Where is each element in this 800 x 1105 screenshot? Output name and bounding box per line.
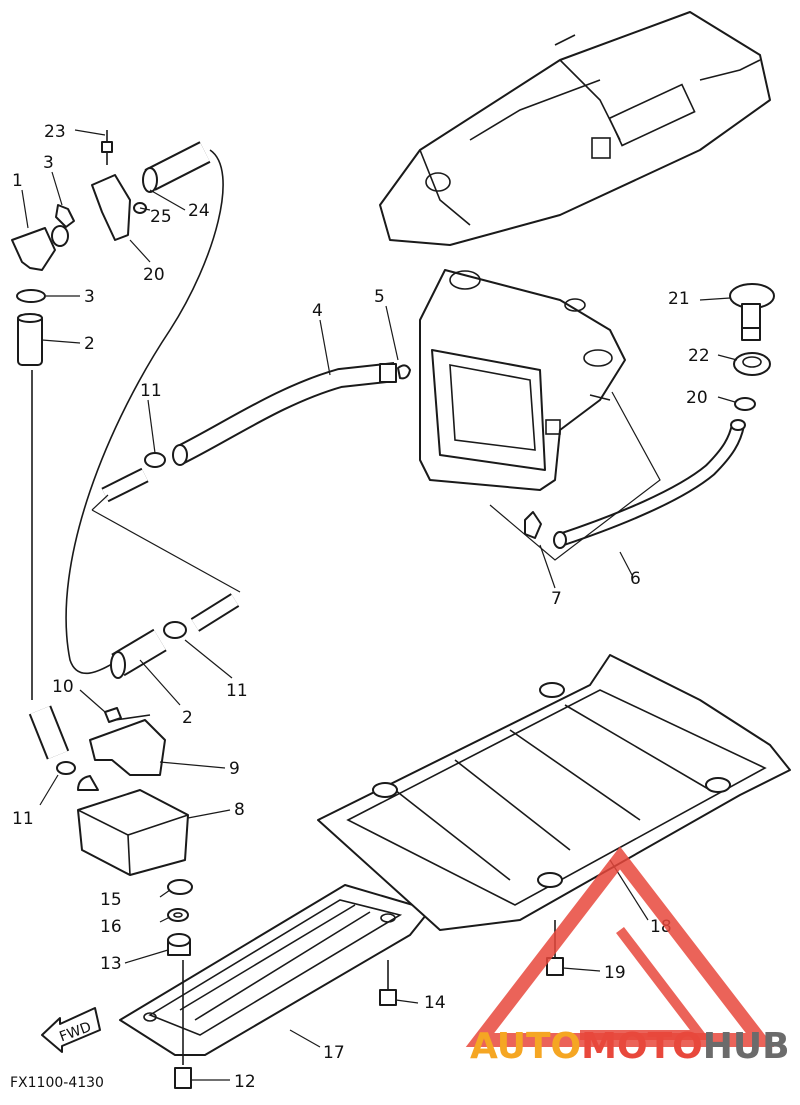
plate-18 xyxy=(317,654,791,931)
nut-15 xyxy=(167,879,193,895)
label-1: 1 xyxy=(12,171,23,191)
hose-24 xyxy=(142,141,211,193)
label-11-lower: 11 xyxy=(12,809,34,829)
label-11-upper: 11 xyxy=(140,381,162,401)
tube-2-lower xyxy=(110,628,167,679)
connector-leader-line xyxy=(91,509,241,593)
label-9: 9 xyxy=(229,759,240,779)
label-4: 4 xyxy=(312,301,323,321)
hose-loop xyxy=(65,149,224,675)
label-7: 7 xyxy=(551,589,562,609)
label-8: 8 xyxy=(234,800,245,820)
bolt-10 xyxy=(104,707,122,723)
clamp-11-middle xyxy=(163,621,187,639)
clamp-3-lower xyxy=(16,289,46,303)
washer-16 xyxy=(167,908,189,922)
watermark-inner-triangle-icon xyxy=(580,926,711,1040)
label-3-upper: 3 xyxy=(43,153,54,173)
diagram-code: FX1100-4130 xyxy=(10,1075,104,1091)
clamp-7 xyxy=(524,511,542,539)
label-2-upper: 2 xyxy=(84,334,95,354)
clamp-3-upper xyxy=(55,204,75,228)
label-23: 23 xyxy=(44,122,66,142)
clamp-11-lower xyxy=(56,761,76,775)
label-21: 21 xyxy=(668,289,690,309)
label-12: 12 xyxy=(234,1072,256,1092)
automotohub-watermark: AUTOMOTOHUB xyxy=(465,846,790,1067)
hose-6-leader-line xyxy=(489,391,661,561)
connector-tube-lower xyxy=(190,593,240,632)
box-8 xyxy=(77,775,189,876)
bolt-12 xyxy=(174,960,192,1089)
watermark-text: AUTOMOTOHUB xyxy=(470,1026,790,1067)
hose-4 xyxy=(172,362,397,466)
tube-2-upper xyxy=(17,313,43,366)
label-17: 17 xyxy=(323,1043,345,1063)
fwd-arrow-icon: FWD xyxy=(41,1007,101,1053)
nut-22 xyxy=(733,352,771,376)
label-25: 25 xyxy=(150,207,172,227)
clamp-5 xyxy=(397,364,411,380)
watermark-moto: MOTO xyxy=(581,1026,703,1067)
label-20-right: 20 xyxy=(686,388,708,408)
hose-6 xyxy=(553,419,746,549)
label-22: 22 xyxy=(688,346,710,366)
bracket-9 xyxy=(89,714,166,776)
plate-17 xyxy=(119,884,431,1056)
pump-housing xyxy=(419,269,626,491)
clamp-20-right xyxy=(734,397,756,411)
fitting-21 xyxy=(729,283,775,341)
label-13: 13 xyxy=(100,954,122,974)
label-15: 15 xyxy=(100,890,122,910)
leader-lines xyxy=(21,129,738,1081)
bracket-20-upper xyxy=(91,174,131,241)
label-6: 6 xyxy=(630,569,641,589)
label-20-upper: 20 xyxy=(143,265,165,285)
watermark-hub: HUB xyxy=(703,1026,790,1067)
label-2-lower: 2 xyxy=(182,708,193,728)
clamp-11-upper xyxy=(144,452,166,468)
label-10: 10 xyxy=(52,677,74,697)
label-19: 19 xyxy=(604,963,626,983)
label-11-middle: 11 xyxy=(226,681,248,701)
elbow-1 xyxy=(11,225,69,271)
callout-labels: 23 3 1 3 2 25 24 20 4 5 11 21 22 20 6 7 … xyxy=(12,122,710,1092)
label-3-lower: 3 xyxy=(84,287,95,307)
bolt-14 xyxy=(379,960,397,1006)
connector-tube-upper xyxy=(101,467,149,503)
watermark-auto: AUTO xyxy=(470,1026,581,1067)
label-16: 16 xyxy=(100,917,122,937)
watercraft-hull xyxy=(379,11,771,246)
tube-lower-left xyxy=(28,705,70,760)
label-14: 14 xyxy=(424,993,446,1013)
connector-leader-tick xyxy=(91,494,109,511)
label-24: 24 xyxy=(188,201,210,221)
bolt-23 xyxy=(101,130,113,165)
label-5: 5 xyxy=(374,287,385,307)
grommet-13 xyxy=(167,933,191,956)
